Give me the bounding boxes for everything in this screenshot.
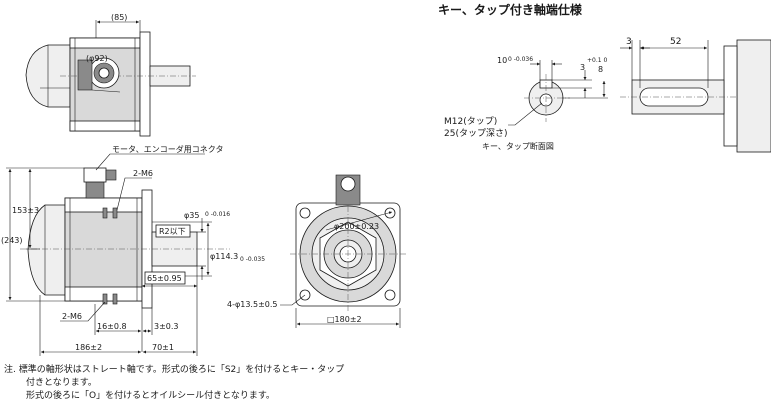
dim-3: 3±0.3 — [154, 322, 179, 331]
key-section-caption: キー、タップ断面図 — [482, 141, 554, 151]
mount-hole — [299, 207, 311, 219]
front-view: φ200±0.23 4-φ13.5±0.5 □180±2 — [227, 174, 406, 328]
dim-243: (243) — [1, 236, 23, 245]
top-view-flange — [139, 31, 151, 137]
dim-phi114: φ114.3 — [210, 252, 238, 261]
tap-bottom-label: 2-M6 — [62, 312, 82, 321]
mount-hole — [384, 207, 396, 219]
side-view-connector — [83, 167, 117, 199]
dim-phi114-tol: 0 -0.035 — [240, 256, 265, 263]
dim-key-depth-tol: +0.1 0 — [587, 57, 607, 64]
dim-shaft-52: 52 — [670, 37, 681, 47]
dim-key-depth: 3 — [580, 63, 585, 72]
dim-phi35-tol: 0 -0.016 — [205, 211, 230, 218]
dim-16: 16±0.8 — [97, 322, 127, 331]
top-view: (85) (φ92) — [25, 13, 196, 137]
note-line-3: 形式の後ろに「O」を付けるとオイルシール付きとなります。 — [26, 391, 275, 401]
dim-key-width: 10 — [497, 56, 507, 65]
dim-186: 186±2 — [75, 343, 102, 352]
section-title: キー、タップ付き軸端仕様 — [438, 2, 583, 17]
top-dim-phi92: (φ92) — [86, 54, 108, 63]
side-view: モータ、エンコーダ用コネクタ 2-M6 2-M6 153±3 (243) φ35… — [1, 144, 265, 356]
mount-hole — [384, 289, 396, 301]
tap-depth-label: 25(タップ深さ) — [444, 128, 507, 139]
dim-65: 65±0.95 — [147, 274, 182, 283]
dim-holes: 4-φ13.5±0.5 — [227, 300, 278, 309]
dim-square-180: □180±2 — [327, 315, 362, 324]
dim-r2: R2以下 — [159, 227, 186, 236]
key-section-detail: 10 0 -0.036 3 +0.1 0 8 M12(タップ) 25(タップ深さ… — [444, 56, 608, 151]
note-line-1: 注. 標準の軸形状はストレート軸です。形式の後ろに「S2」を付けるとキー・タップ — [4, 365, 345, 375]
top-dim-85: (85) — [111, 13, 127, 22]
tap-top-label: 2-M6 — [133, 169, 153, 178]
notes: 注. 標準の軸形状はストレート軸です。形式の後ろに「S2」を付けるとキー・タップ… — [4, 364, 424, 403]
note-line-2: 付きとなります。 — [26, 378, 97, 388]
top-view-connector — [77, 57, 121, 93]
tap-m12-label: M12(タップ) — [444, 116, 497, 127]
side-view-endcap — [27, 204, 66, 296]
dim-shaft-3: 3 — [626, 37, 632, 47]
dim-phi35: φ35 — [184, 211, 199, 220]
connector-label: モータ、エンコーダ用コネクタ — [112, 144, 223, 154]
dim-70: 70±1 — [152, 343, 174, 352]
front-view-connector — [335, 174, 361, 206]
dim-8: 8 — [598, 65, 603, 74]
dim-phi200: φ200±0.23 — [334, 222, 379, 231]
dim-153: 153±3 — [12, 206, 39, 215]
shaft-end-detail: 3 52 — [620, 37, 771, 153]
dim-key-width-tol: 0 -0.036 — [508, 56, 533, 63]
shaft-detail-flange — [736, 39, 771, 153]
